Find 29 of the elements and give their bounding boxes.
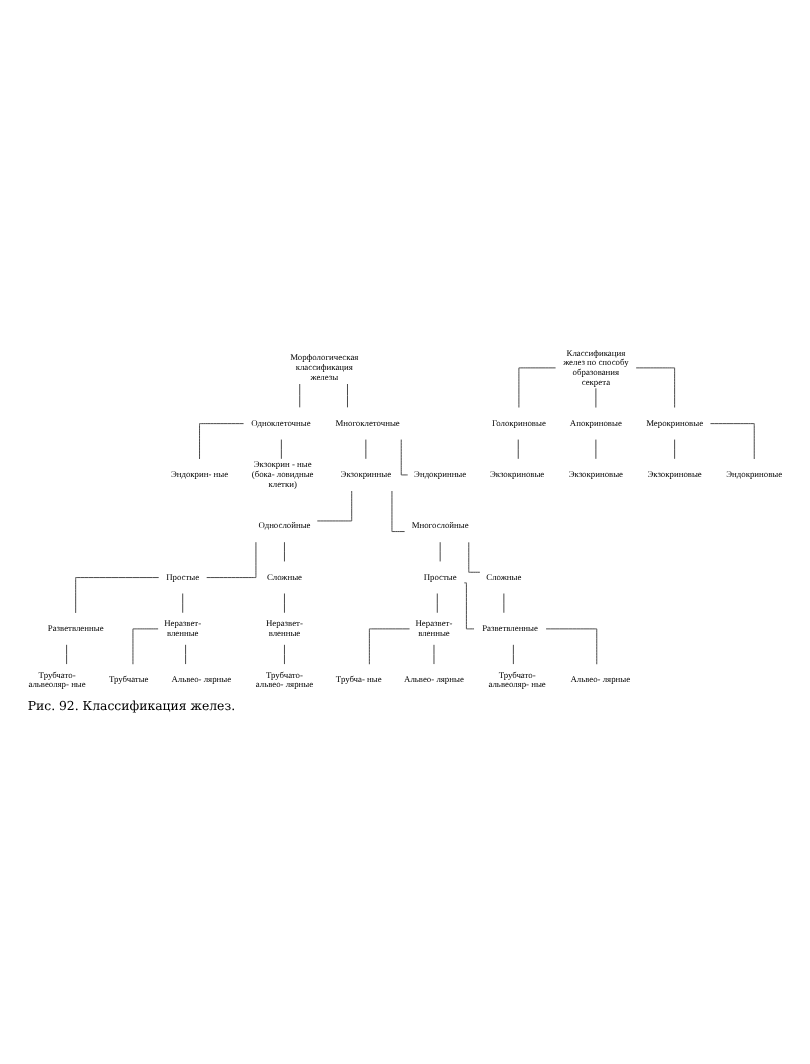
connector [517,439,519,460]
connector [674,439,676,460]
connector [400,439,409,476]
connector [436,593,438,614]
connector [635,367,676,408]
connector [316,490,353,522]
connector [185,644,187,665]
connector [710,423,755,460]
connector [182,593,184,614]
connector [368,628,410,665]
connector [284,541,285,562]
connector [439,541,441,562]
connector [75,577,160,614]
connector [512,644,514,665]
connector [132,628,159,665]
connector [206,541,257,578]
connector [280,439,282,460]
connector [545,628,598,665]
connector [463,582,475,630]
connector [468,541,481,573]
connector [199,423,244,460]
connector [299,383,301,408]
connector [284,593,285,614]
connector [347,383,348,408]
connector [284,644,285,665]
connector [391,490,406,532]
connector [365,439,367,460]
connector [66,644,68,665]
connector [503,593,505,614]
